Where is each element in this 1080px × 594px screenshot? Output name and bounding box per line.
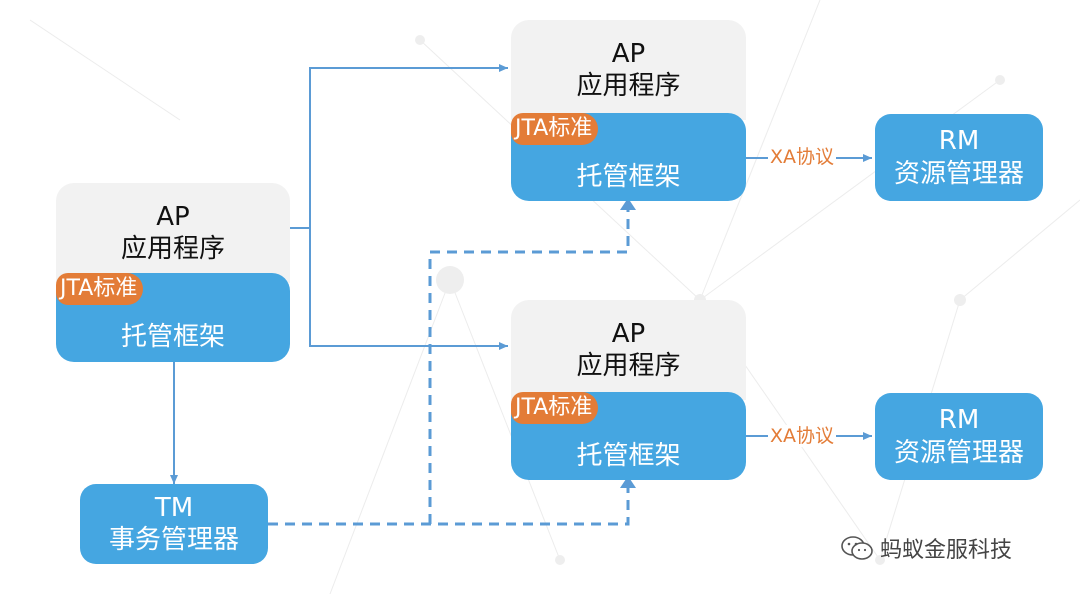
ap-top-subtitle: 应用程序 [576,71,681,101]
dashed-tm-to-fw-bottom [268,486,630,526]
xa-protocol-label-top: XA协议 [768,146,837,168]
rm-top-title: RM [938,126,980,156]
arrowhead-fw-bottom [620,476,636,488]
rm-top-node: RM 资源管理器 [875,114,1043,201]
arrowhead-fw-top [620,198,636,210]
framework-left-label: 托管框架 [120,322,225,353]
rm-top-subtitle: 资源管理器 [893,158,1024,189]
rm-bottom-node: RM 资源管理器 [875,393,1043,480]
tm-subtitle: 事务管理器 [108,525,239,555]
watermark-text: 蚂蚁金服科技 [880,538,1013,563]
tm-title: TM [154,492,194,523]
framework-left-node: JTA标准 托管框架 [56,273,290,362]
watermark: 蚂蚁金服科技 [840,532,1012,564]
ap-top-node: AP 应用程序 [511,20,746,120]
ap-left-subtitle: 应用程序 [120,234,225,264]
ap-top-title: AP [611,38,646,69]
ap-bottom-node: AP 应用程序 [511,300,746,400]
arrow-ap-left-to-ap-top [290,64,508,229]
xa-protocol-label-bottom: XA协议 [768,425,837,447]
framework-top-node: JTA标准 托管框架 [511,113,746,201]
rm-bottom-title: RM [938,405,980,435]
dashed-tm-to-fw-top [428,208,630,524]
jta-standard-badge-bottom: JTA标准 [511,392,599,424]
ap-left-node: AP 应用程序 [56,183,290,283]
framework-bottom-node: JTA标准 托管框架 [511,392,746,480]
jta-standard-badge-top: JTA标准 [511,113,599,145]
tm-node: TM 事务管理器 [80,484,268,564]
arrow-ap-left-to-ap-bottom [309,228,508,350]
jta-standard-badge-left: JTA标准 [56,273,144,305]
rm-bottom-subtitle: 资源管理器 [893,437,1024,468]
ap-bottom-subtitle: 应用程序 [576,351,681,381]
framework-top-label: 托管框架 [576,161,681,192]
ap-bottom-title: AP [611,318,646,349]
framework-bottom-label: 托管框架 [576,440,681,471]
ap-left-title: AP [156,201,190,232]
wechat-icon [841,536,873,560]
